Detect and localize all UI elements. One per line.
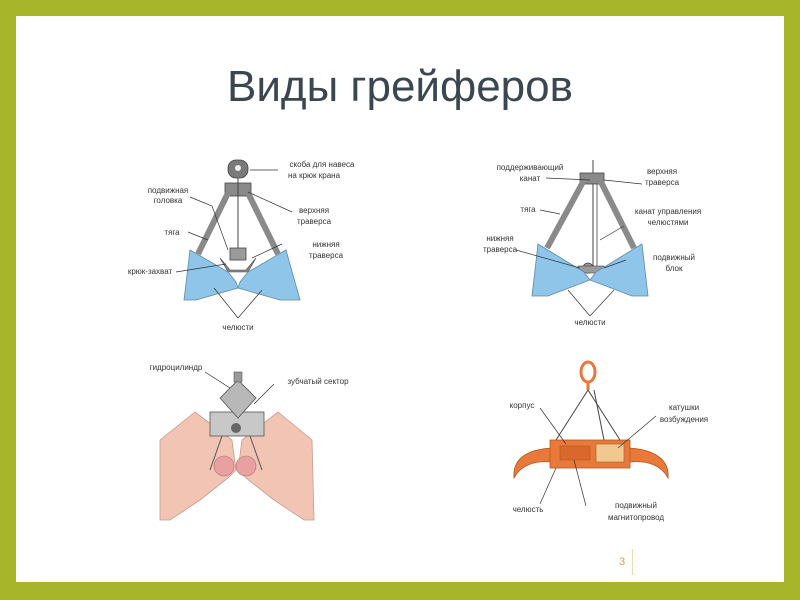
rod-right-2 bbox=[598, 180, 637, 250]
label-upper-traverse-d2-2: траверса bbox=[645, 178, 680, 187]
rod-left bbox=[195, 191, 231, 256]
label-coils-1: катушки bbox=[669, 403, 699, 412]
hydraulic-jaw-left bbox=[159, 411, 237, 521]
label-movable-core-2: магнитопровод bbox=[608, 513, 664, 522]
label-lower-traverse-1: нижняя bbox=[312, 240, 339, 249]
label-control-rope-2: челюстями bbox=[648, 218, 689, 227]
label-movable-head-2: головка bbox=[154, 196, 183, 205]
jaw-left-2 bbox=[531, 243, 591, 297]
page-number: 3 bbox=[619, 556, 626, 568]
label-hook-grip: крюк-захват bbox=[128, 267, 173, 276]
magnet-jaw-right bbox=[623, 447, 669, 480]
diagram-rope-grab: скоба для навеса на крюк крана подвижная… bbox=[128, 159, 355, 332]
cylinder-top bbox=[233, 371, 243, 383]
label-movable-head-1: подвижная bbox=[148, 186, 189, 195]
label-hydrocylinder: гидроцилиндр bbox=[150, 363, 203, 372]
chain-right bbox=[587, 389, 621, 441]
slide-title: Виды грейферов bbox=[226, 62, 573, 111]
hydraulic-jaw-right bbox=[237, 411, 315, 521]
link-left bbox=[209, 435, 223, 471]
upper-traverse-2 bbox=[579, 172, 605, 185]
excitation-coils bbox=[595, 443, 625, 463]
gear-right bbox=[235, 455, 257, 477]
label-movable-block-2: блок bbox=[666, 264, 683, 273]
label-hanger-2: на крюк крана bbox=[288, 171, 341, 180]
label-rod: тяга bbox=[164, 228, 180, 237]
lifting-eye bbox=[579, 360, 597, 384]
page-number-divider bbox=[632, 549, 633, 575]
label-movable-core-1: подвижный bbox=[615, 501, 657, 510]
label-jaw: челюсть bbox=[513, 505, 544, 514]
pivot bbox=[231, 423, 241, 433]
jaw-right-2 bbox=[589, 243, 649, 297]
diagram-two-rope-grab: поддерживающий канат верхняя траверса тя… bbox=[483, 160, 701, 327]
label-gear-sector: зубчатый сектор bbox=[287, 377, 349, 386]
label-body: корпус bbox=[510, 401, 535, 410]
diagram-hydraulic-grab: гидроцилиндр зубчатый сектор bbox=[150, 363, 349, 521]
label-jaws: челюсти bbox=[222, 323, 253, 332]
magnet-jaw-left bbox=[513, 447, 557, 480]
jaw-right bbox=[237, 249, 301, 301]
label-upper-traverse-1: верхняя bbox=[299, 206, 329, 215]
label-hanger-1: скоба для навеса bbox=[290, 160, 355, 169]
rod-left-2 bbox=[544, 180, 586, 250]
lower-traverse bbox=[229, 247, 247, 261]
label-lower-traverse-d2-2: траверса bbox=[483, 245, 518, 254]
label-jaws-d2: челюсти bbox=[574, 318, 605, 327]
gear-left bbox=[213, 455, 235, 477]
chain-center bbox=[593, 389, 605, 441]
label-movable-block-1: подвижный bbox=[653, 253, 695, 262]
label-lower-traverse-2: траверса bbox=[309, 251, 344, 260]
label-support-rope-2: канат bbox=[520, 174, 541, 183]
label-lower-traverse-d2-1: нижняя bbox=[486, 234, 513, 243]
slide bbox=[16, 16, 784, 582]
label-support-rope-1: поддерживающий bbox=[497, 163, 564, 172]
label-coils-2: возбуждения bbox=[660, 415, 708, 424]
movable-magnet-core bbox=[559, 445, 591, 461]
chain-left bbox=[555, 389, 589, 441]
label-upper-traverse-2: траверса bbox=[297, 217, 332, 226]
link-right bbox=[249, 435, 263, 471]
hydrocylinder-shape bbox=[219, 379, 257, 419]
label-control-rope-1: канат управления bbox=[635, 207, 701, 216]
hanger-hole bbox=[235, 165, 241, 171]
rod-right bbox=[245, 191, 281, 256]
label-rod-d2: тяга bbox=[520, 205, 536, 214]
diagram-magnetic-grab: корпус катушки возбуждения челюсть подви… bbox=[510, 360, 708, 522]
label-upper-traverse-d2-1: верхняя bbox=[647, 167, 677, 176]
